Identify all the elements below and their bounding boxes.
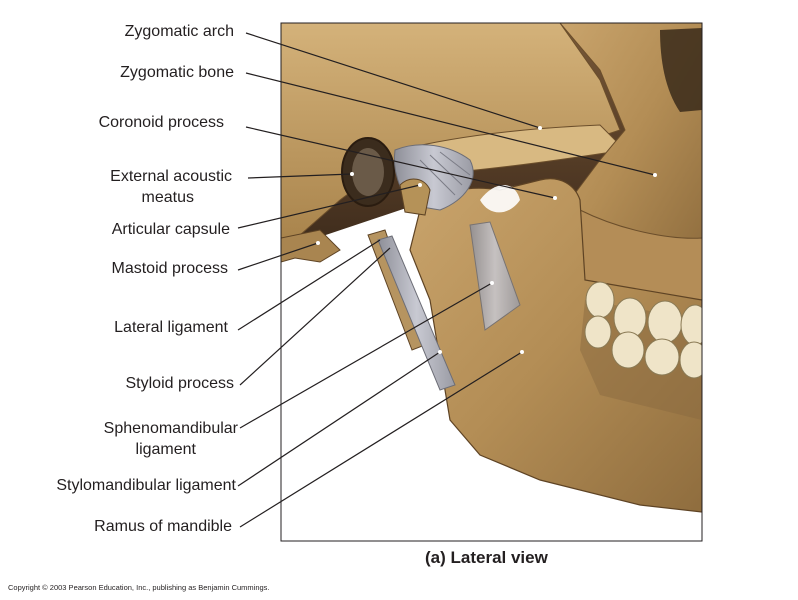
- label-articular-capsule: Articular capsule: [111, 221, 230, 238]
- label-external-acoustic-meatus-line2: meatus: [141, 189, 194, 206]
- figure-caption: (a) Lateral view: [425, 548, 548, 567]
- orbit-shape: [660, 28, 702, 112]
- label-lateral-ligament: Lateral ligament: [114, 319, 228, 336]
- stylomandibular-ligament-shape: [377, 235, 456, 391]
- label-mastoid-process: Mastoid process: [111, 260, 229, 277]
- label-zygomatic-arch: Zygomatic arch: [124, 23, 234, 40]
- label-sphenomandibular-ligament-line1: Sphenomandibular: [103, 420, 238, 437]
- label-ramus-of-mandible: Ramus of mandible: [94, 518, 232, 535]
- mandibular-notch: [480, 185, 520, 213]
- sphenomandibular-ligament-shape: [469, 221, 521, 331]
- maxilla-shape: [579, 209, 702, 301]
- label-zygomatic-bone: Zygomatic bone: [120, 64, 234, 81]
- label-sphenomandibular-ligament-line2: ligament: [135, 441, 196, 458]
- label-styloid-process: Styloid process: [125, 375, 235, 392]
- leader-dots: [316, 126, 657, 354]
- figure-frame: [280, 22, 703, 542]
- label-stylomandibular-ligament: Stylomandibular ligament: [56, 477, 236, 494]
- leader-lines: [237, 32, 656, 528]
- label-coronoid-process: Coronoid process: [98, 114, 224, 131]
- copyright-notice: Copyright © 2003 Pearson Education, Inc.…: [8, 583, 270, 592]
- label-external-acoustic-meatus-line1: External acoustic: [110, 168, 232, 185]
- teeth: [584, 281, 702, 379]
